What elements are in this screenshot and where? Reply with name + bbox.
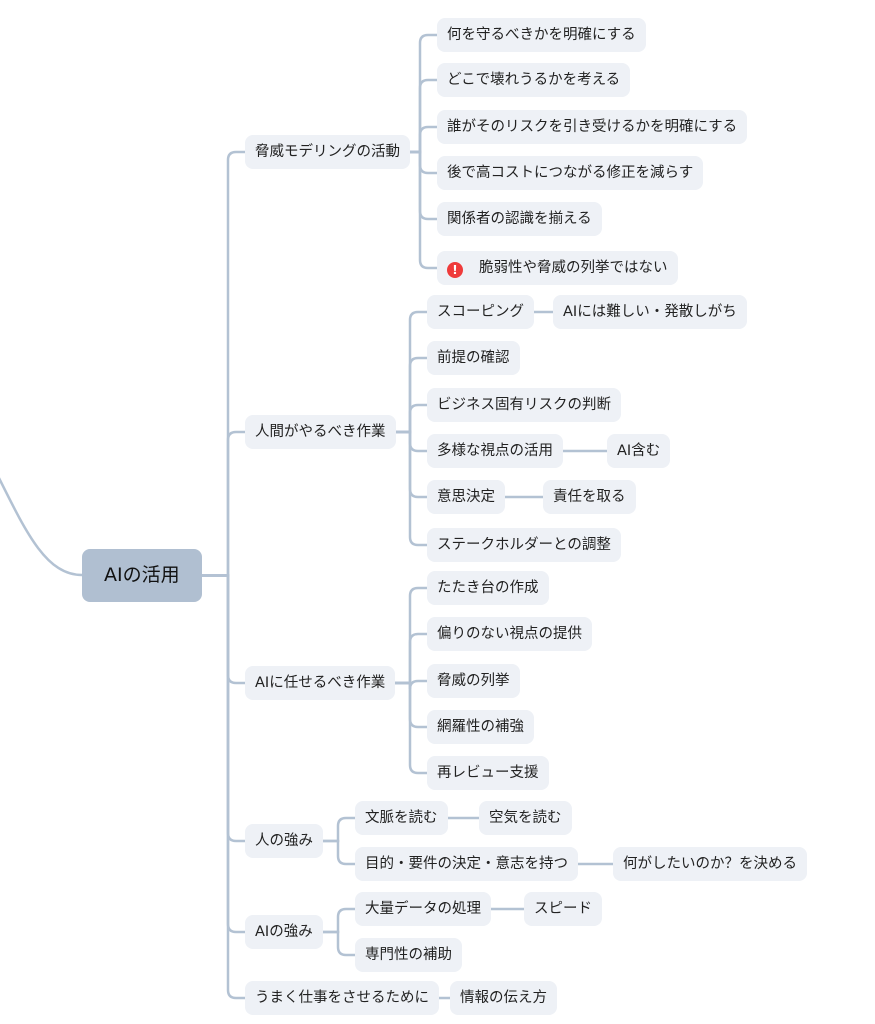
node-child[interactable]: ステークホルダーとの調整: [427, 528, 621, 562]
connector: [410, 78, 437, 154]
connector: [0, 477, 83, 577]
node-child[interactable]: 前提の確認: [427, 341, 520, 375]
node-child[interactable]: 後で高コストにつながる修正を減らす: [437, 156, 704, 190]
node-child[interactable]: 再レビュー支援: [427, 756, 549, 790]
node-child[interactable]: 誰がそのリスクを引き受けるかを明確にする: [437, 110, 748, 144]
node-child[interactable]: 偏りのない視点の提供: [427, 617, 592, 651]
connector: [396, 430, 427, 547]
node-leaf[interactable]: 情報の伝え方: [450, 981, 557, 1015]
node-child[interactable]: 目的・要件の決定・意志を持つ: [355, 847, 578, 881]
node-ai-tasks[interactable]: AIに任せるべき作業: [245, 666, 396, 700]
node-child[interactable]: 多様な視点の活用: [427, 434, 563, 468]
connector: [323, 930, 355, 957]
connector: [410, 150, 437, 175]
node-warning[interactable]: ! 脆弱性や脅威の列挙ではない: [437, 251, 678, 285]
node-child[interactable]: 大量データの処理: [355, 892, 491, 926]
connector: [396, 356, 427, 434]
node-child[interactable]: 意思決定: [427, 480, 505, 514]
connector: [323, 907, 355, 934]
node-human-tasks[interactable]: 人間がやるべき作業: [245, 415, 396, 449]
connector: [202, 574, 245, 934]
connector: [396, 310, 427, 434]
exclamation-icon: !: [447, 262, 463, 278]
connector: [410, 150, 437, 270]
connector: [202, 574, 245, 685]
connector: [395, 586, 427, 685]
node-leaf[interactable]: AIには難しい・発散しがち: [553, 295, 747, 329]
node-leaf[interactable]: AI含む: [607, 434, 671, 468]
connector: [396, 403, 427, 434]
connector: [323, 816, 355, 843]
node-child[interactable]: 専門性の補助: [355, 938, 462, 972]
node-child[interactable]: 脅威の列挙: [427, 664, 520, 698]
connector: [396, 430, 427, 453]
connector: [410, 33, 437, 154]
node-label: 脆弱性や脅威の列挙ではない: [479, 260, 668, 276]
node-threat-modeling[interactable]: 脅威モデリングの活動: [245, 135, 410, 169]
node-child[interactable]: 網羅性の補強: [427, 710, 534, 744]
connector: [410, 150, 437, 221]
connector: [410, 125, 437, 154]
node-child[interactable]: どこで壊れうるかを考える: [437, 63, 631, 97]
node-child[interactable]: たたき台の作成: [427, 571, 549, 605]
node-child[interactable]: スコーピング: [427, 295, 534, 329]
node-child[interactable]: 何を守るべきかを明確にする: [437, 18, 646, 52]
connector: [395, 632, 427, 685]
node-child[interactable]: 文脈を読む: [355, 801, 448, 835]
node-ai-strengths[interactable]: AIの強み: [245, 915, 323, 949]
connector: [202, 574, 245, 1000]
node-leaf[interactable]: スピード: [524, 892, 602, 926]
connector: [202, 150, 245, 577]
connector: [395, 681, 427, 775]
node-child[interactable]: ビジネス固有リスクの判断: [427, 388, 621, 422]
node-human-strengths[interactable]: 人の強み: [245, 824, 323, 858]
connector: [202, 430, 245, 577]
root-node[interactable]: AIの活用: [82, 549, 202, 602]
node-make-work-well[interactable]: うまく仕事をさせるために: [245, 981, 439, 1015]
node-leaf[interactable]: 責任を取る: [543, 480, 636, 514]
node-child[interactable]: 関係者の認識を揃える: [437, 202, 602, 236]
node-leaf[interactable]: 何がしたいのか？を決める: [613, 847, 807, 881]
connector: [323, 839, 355, 866]
node-leaf[interactable]: 空気を読む: [479, 801, 572, 835]
connector: [202, 574, 245, 843]
connector: [396, 430, 427, 499]
